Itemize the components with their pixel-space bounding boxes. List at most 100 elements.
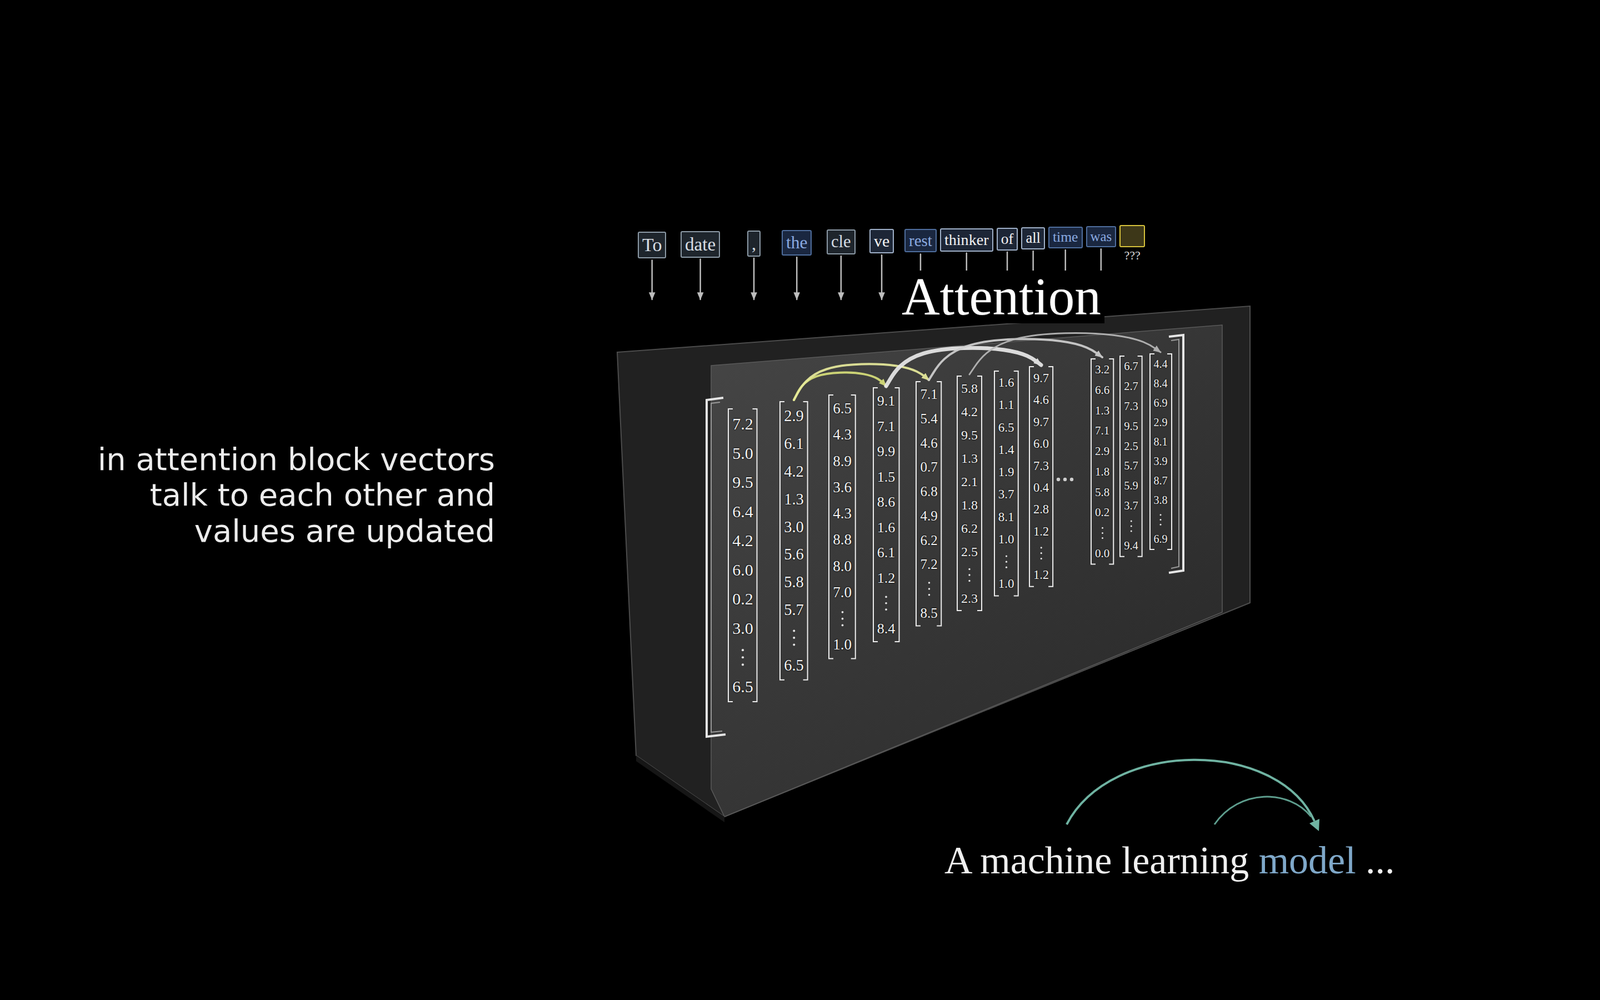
vector-entry: 5.9 xyxy=(1123,476,1139,497)
ellipsis-dot xyxy=(841,611,844,614)
vector-entry: 4.3 xyxy=(832,421,852,448)
vector-entry: 1.5 xyxy=(877,464,896,490)
ellipsis-dot xyxy=(1130,530,1133,532)
vector-entry: 4.6 xyxy=(1033,388,1049,411)
ellipsis-icon xyxy=(1155,510,1167,530)
vector-entry: 2.9 xyxy=(1153,412,1168,433)
ellipsis-icon xyxy=(786,623,803,652)
vector-entry: 4.2 xyxy=(961,400,978,424)
vector-entry: 8.4 xyxy=(877,616,896,642)
vector-entry: 4.2 xyxy=(732,526,754,556)
vector-entry: 9.9 xyxy=(877,438,896,465)
token-box: time xyxy=(1048,226,1083,249)
token-text: of xyxy=(1001,230,1014,249)
vector-entry: 5.8 xyxy=(961,376,978,400)
vector-entry: 0.2 xyxy=(1095,502,1110,523)
vector-entry: 0.0 xyxy=(1095,543,1110,564)
vector-entry: 7.3 xyxy=(1033,455,1049,477)
side-note: in attention block vectors talk to each … xyxy=(61,441,495,549)
ellipsis-dot xyxy=(1040,546,1042,549)
vector-entry: 1.2 xyxy=(1033,520,1049,543)
token-link xyxy=(881,255,883,300)
bracket-stroke xyxy=(780,401,785,680)
ellipsis-dot xyxy=(1005,561,1007,563)
ellipsis-dot xyxy=(841,624,844,627)
vector-entry: 4.2 xyxy=(783,457,804,486)
token-text: the xyxy=(786,232,808,254)
vector-entry: 6.7 xyxy=(1123,356,1139,377)
ellipsis-dot xyxy=(927,593,930,597)
vector-entry: 2.7 xyxy=(1123,376,1139,397)
vector-entry: 7.1 xyxy=(877,413,896,440)
vector-entry: 5.7 xyxy=(783,596,804,624)
vector-entry: 4.3 xyxy=(832,500,852,527)
bracket-stroke xyxy=(1120,356,1125,557)
bracket-stroke xyxy=(894,387,899,642)
vector-entry: 2.5 xyxy=(1123,436,1139,457)
vector-entry: 6.0 xyxy=(732,555,754,585)
ellipsis-dot xyxy=(1130,525,1133,527)
ellipsis-dot xyxy=(792,636,795,639)
token-box: of xyxy=(996,227,1019,251)
vector-entry: 2.5 xyxy=(961,540,978,564)
vector-entry: 1.6 xyxy=(877,515,896,541)
vector-column: 6.72.77.39.52.55.75.93.79.4 xyxy=(1118,355,1144,558)
vector-entry: 7.2 xyxy=(920,552,938,577)
ellipsis-icon xyxy=(835,605,850,632)
token-link xyxy=(796,257,798,300)
vector-entry: 0.7 xyxy=(920,455,938,480)
vector-column: 2.96.14.21.33.05.65.85.76.5 xyxy=(778,401,809,681)
bracket-stroke xyxy=(957,376,962,611)
vector-entry: 6.5 xyxy=(998,416,1015,439)
vector-entry: 7.1 xyxy=(920,382,938,407)
vector-entry: 2.1 xyxy=(961,470,978,494)
vector-entry: 2.9 xyxy=(1095,441,1110,462)
unknown-mark: ??? xyxy=(1123,248,1140,263)
vector-entry: 8.5 xyxy=(920,601,938,626)
vector-entry: 3.0 xyxy=(732,613,754,644)
vector-entry: 8.7 xyxy=(1153,471,1168,491)
vector-entry: 6.1 xyxy=(783,430,804,458)
vector-entry: 9.5 xyxy=(732,467,754,498)
vector-entry: 6.0 xyxy=(1033,432,1049,455)
vector-entry: 1.8 xyxy=(961,493,978,517)
bracket-stroke xyxy=(977,376,982,611)
token-box: date xyxy=(680,231,720,258)
ellipsis-dot xyxy=(885,608,888,611)
bracket-stroke xyxy=(1091,358,1096,565)
token-link xyxy=(651,260,653,300)
token-box: , xyxy=(747,230,761,257)
token-box: thinker xyxy=(940,228,994,252)
vector-entry: 2.9 xyxy=(783,402,804,430)
vector-entry: 3.9 xyxy=(1153,451,1168,472)
token-box: was xyxy=(1086,226,1117,248)
ellipsis-dot xyxy=(1160,513,1162,516)
token-text: was xyxy=(1090,228,1113,245)
ellipsis-dot xyxy=(1101,532,1104,534)
vector-entry: 9.5 xyxy=(961,423,978,447)
vector-entry: 7.0 xyxy=(832,579,852,606)
vector-entry: 1.9 xyxy=(998,461,1015,484)
token-link xyxy=(840,256,843,300)
vector-entry: 1.3 xyxy=(783,485,804,514)
ellipsis-icon xyxy=(1125,516,1138,537)
vector-entry: 1.1 xyxy=(998,393,1015,417)
vertical-ellipsis xyxy=(783,623,804,652)
prism-outline xyxy=(617,306,1250,817)
token-box: ??? xyxy=(1119,225,1145,248)
bracket-stroke xyxy=(1167,353,1172,550)
vector-entry: 6.5 xyxy=(832,395,852,422)
bracket-stroke xyxy=(994,371,999,597)
vector-entry: 8.0 xyxy=(832,553,852,580)
vector-column: 1.61.16.51.41.93.78.11.01.0 xyxy=(993,370,1020,597)
decor-arrowhead xyxy=(1309,818,1320,832)
vector-entry: 8.4 xyxy=(1153,373,1168,394)
vector-column: 9.17.19.91.58.61.66.11.28.4 xyxy=(872,387,901,643)
token-text: , xyxy=(751,232,757,255)
ellipsis-dot xyxy=(741,648,744,652)
vector-entry: 7.3 xyxy=(1123,396,1139,417)
vector-entry: 1.3 xyxy=(1095,400,1110,422)
vector-entry: 4.6 xyxy=(920,431,938,456)
vertical-ellipsis xyxy=(1153,510,1168,530)
